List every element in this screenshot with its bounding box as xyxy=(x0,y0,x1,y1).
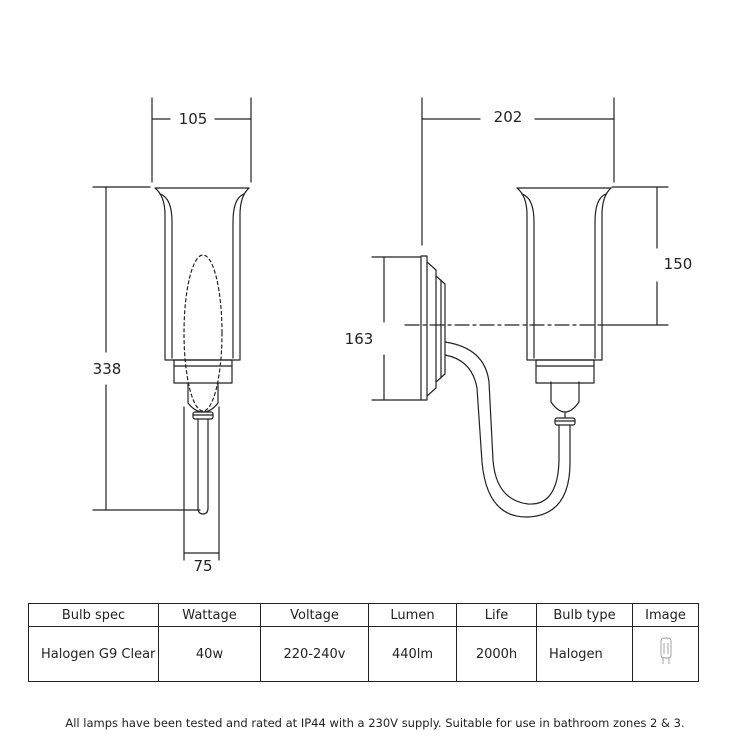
header-wattage: Wattage xyxy=(158,603,261,627)
header-voltage: Voltage xyxy=(260,603,369,627)
front-width-label: 105 xyxy=(179,110,208,128)
header-image: Image xyxy=(632,603,699,627)
spec-header-row: Bulb spec Wattage Voltage Lumen Life Bul… xyxy=(28,603,699,627)
header-life: Life xyxy=(456,603,537,627)
backplate-height-label: 163 xyxy=(345,330,374,348)
header-bulb-spec: Bulb spec xyxy=(28,603,159,627)
cell-bulb-type: Halogen xyxy=(536,626,633,682)
cell-image xyxy=(632,626,699,682)
front-view xyxy=(92,97,252,561)
front-height-label: 338 xyxy=(93,360,122,378)
g9-bulb-icon xyxy=(660,637,671,664)
cell-bulb-spec: Halogen G9 Clear xyxy=(28,626,159,682)
side-shade-height-label: 150 xyxy=(664,255,693,273)
footnote: All lamps have been tested and rated at … xyxy=(65,716,685,730)
cell-wattage: 40w xyxy=(158,626,261,682)
spec-table: Bulb spec Wattage Voltage Lumen Life Bul… xyxy=(28,603,699,682)
side-view xyxy=(371,97,669,518)
header-bulb-type: Bulb type xyxy=(536,603,633,627)
side-depth-label: 202 xyxy=(494,108,523,126)
table-row: Halogen G9 Clear 40w 220-240v 440lm 2000… xyxy=(28,626,699,682)
front-base-label: 75 xyxy=(193,557,212,575)
header-lumen: Lumen xyxy=(368,603,457,627)
cell-voltage: 220-240v xyxy=(260,626,369,682)
cell-lumen: 440lm xyxy=(368,626,457,682)
cell-life: 2000h xyxy=(456,626,537,682)
technical-drawing: 105 338 75 202 150 163 xyxy=(92,97,693,575)
